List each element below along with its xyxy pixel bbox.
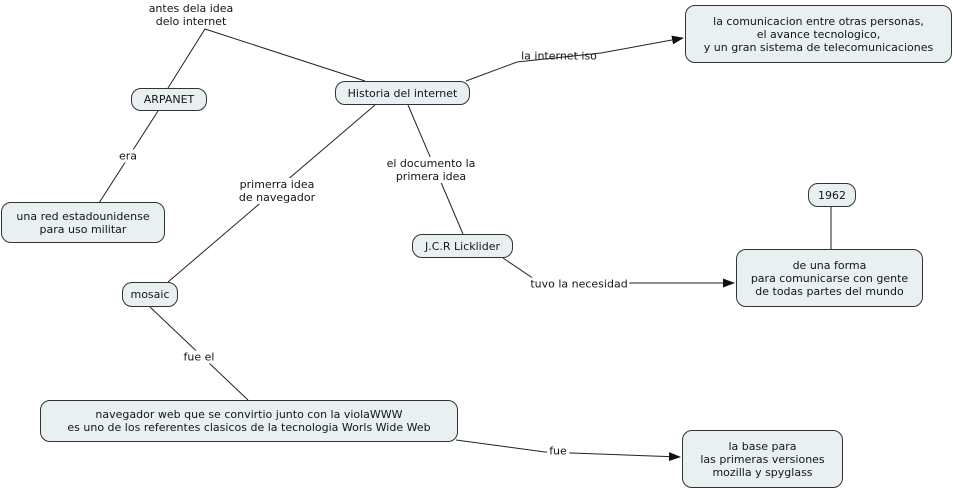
concept-node-label: una red estadounidense para uso militar <box>16 209 150 236</box>
concept-node-label: 1962 <box>818 188 846 202</box>
concept-node-red-militar[interactable]: una red estadounidense para uso militar <box>1 202 165 243</box>
concept-node-label: la base para las primeras versiones mozi… <box>700 439 825 479</box>
concept-node-label: J.C.R Licklider <box>424 239 501 253</box>
edge-label-tuvo[interactable]: tuvo la necesidad <box>528 277 630 291</box>
concept-node-historia[interactable]: Historia del internet <box>335 81 470 105</box>
edge-label-la-internet-iso[interactable]: la internet iso <box>521 49 597 63</box>
concept-node-label: de una forma para comunicarse con gente … <box>750 258 909 298</box>
concept-node-label: ARPANET <box>143 93 195 106</box>
edge-label-primerra-idea[interactable]: primerra idea de navegador <box>236 178 318 204</box>
edge-label-era[interactable]: era <box>116 149 140 163</box>
concept-node-arpanet[interactable]: ARPANET <box>131 88 207 111</box>
concept-node-comunicacion[interactable]: la comunicacion entre otras personas, el… <box>685 5 952 63</box>
concept-node-navegador[interactable]: navegador web que se convirtio junto con… <box>40 400 458 442</box>
edge-label-fue-el[interactable]: fue el <box>181 350 217 364</box>
concept-node-label: mosaic <box>130 288 170 301</box>
edge-line-arpanet-antes-historia <box>167 28 366 89</box>
edge-label-antes[interactable]: antes dela idea delo internet <box>146 2 236 28</box>
edge-line-historia-iso-comunicacion <box>465 35 684 82</box>
concept-node-mosaic[interactable]: mosaic <box>122 282 178 307</box>
concept-node-forma[interactable]: de una forma para comunicarse con gente … <box>736 249 923 307</box>
edge-label-fue[interactable]: fue <box>547 444 569 458</box>
edge-line-navegador-fue-base <box>455 439 681 462</box>
concept-node-anio-1962[interactable]: 1962 <box>808 183 856 207</box>
concept-node-label: navegador web que se convirtio junto con… <box>67 408 431 434</box>
edge-label-documento[interactable]: el documento la primera idea <box>384 157 478 183</box>
concept-node-licklider[interactable]: J.C.R Licklider <box>412 234 513 258</box>
concept-node-label: la comunicacion entre otras personas, el… <box>703 14 934 54</box>
concept-node-label: Historia del internet <box>347 86 458 100</box>
concept-node-base[interactable]: la base para las primeras versiones mozi… <box>682 430 843 488</box>
